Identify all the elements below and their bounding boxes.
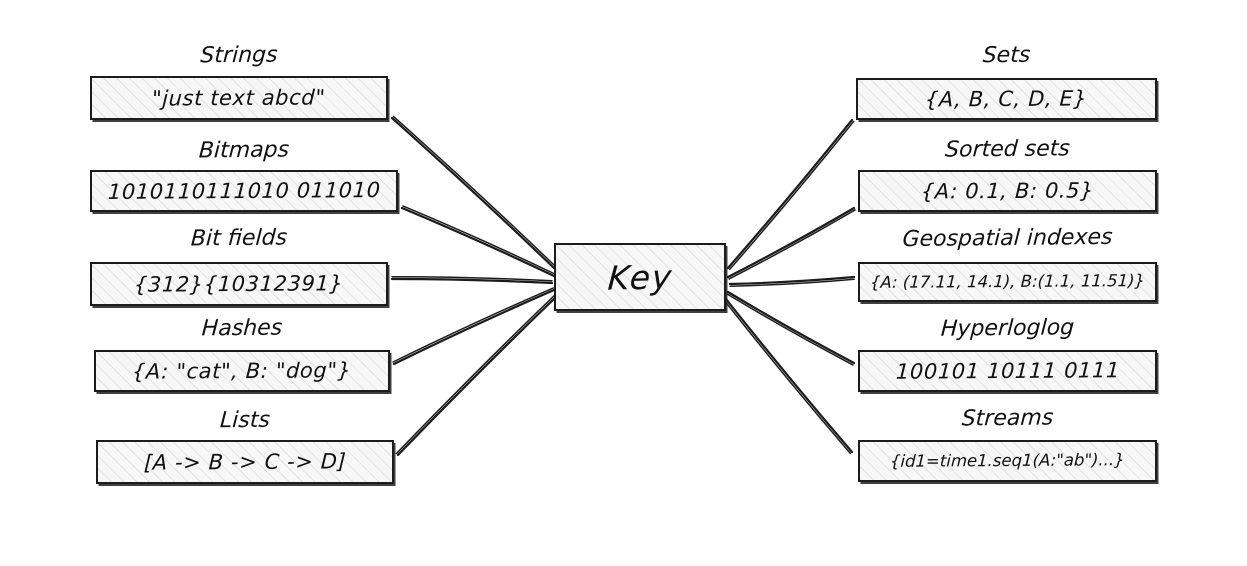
node-label-streams: Streams (960, 405, 1055, 432)
node-value-lists: [A -> B -> C -> D] (143, 448, 347, 475)
node-value-bit-fields: {312}{10312391} (133, 270, 345, 297)
node-bit-fields[interactable]: {312}{10312391} (90, 262, 388, 306)
node-label-bitmaps: Bitmaps (198, 137, 290, 164)
node-hashes[interactable]: {A: "cat", B: "dog"} (94, 350, 390, 392)
edge-key-bitfields (391, 276, 553, 282)
node-value-hashes: {A: "cat", B: "dog"} (131, 357, 353, 384)
node-geospatial-indexes[interactable]: {A: (17.11, 14.1), B:(1.1, 11.51)} (858, 262, 1157, 302)
node-sorted-sets[interactable]: {A: 0.1, B: 0.5} (858, 170, 1157, 212)
edge-key-bitmaps (400, 206, 556, 278)
node-hyperloglog[interactable]: 100101 10111 0111 (858, 350, 1157, 392)
node-label-bit-fields: Bit fields (190, 225, 288, 252)
edge-key-sets (726, 118, 854, 270)
edge-key-hyperloglog (726, 290, 856, 365)
edge-key-geospatial (728, 275, 856, 286)
node-value-sorted-sets: {A: 0.1, B: 0.5} (920, 177, 1095, 204)
edge-key-hyperloglog (726, 293, 854, 366)
node-strings[interactable]: "just text abcd" (90, 76, 388, 120)
node-value-hyperloglog: 100101 10111 0111 (894, 357, 1121, 384)
edge-key-sortedsets (728, 209, 856, 280)
edge-key-strings (392, 115, 557, 268)
node-bitmaps[interactable]: 1010110111010 011010 (90, 170, 398, 212)
node-label-hyperloglog: Hyperloglog (940, 315, 1075, 342)
node-sets[interactable]: {A, B, C, D, E} (856, 78, 1157, 120)
node-label-geospatial-indexes: Geospatial indexes (901, 224, 1114, 253)
node-label-lists: Lists (219, 407, 271, 434)
edge-key-strings (390, 116, 556, 270)
edge-key-lists (396, 295, 558, 457)
node-label-sorted-sets: Sorted sets (944, 136, 1071, 163)
edge-key-sortedsets (726, 206, 856, 279)
node-label-sets: Sets (981, 42, 1032, 69)
edge-key-bitmaps (402, 205, 556, 275)
node-value-streams: {id1=time1.seq1(A:"ab")...} (889, 449, 1126, 471)
edge-key-geospatial (729, 278, 855, 287)
edge-key-hashes (392, 287, 554, 363)
node-value-strings: "just text abcd" (151, 84, 327, 111)
edge-key-streams (724, 297, 854, 454)
edge-key-streams (723, 299, 852, 455)
edge-key-lists (395, 294, 556, 455)
node-value-bitmaps: 1010110111010 011010 (107, 177, 381, 204)
node-value-geospatial-indexes: {A: (17.11, 14.1), B:(1.1, 11.51)} (869, 270, 1146, 292)
edge-key-hashes (392, 288, 556, 366)
node-value-sets: {A, B, C, D, E} (924, 85, 1089, 112)
key-node[interactable]: Key (554, 243, 726, 311)
key-node-label: Key (606, 256, 674, 298)
node-label-hashes: Hashes (201, 315, 284, 342)
edge-key-sets (728, 120, 855, 271)
edge-key-bitfields (390, 277, 554, 285)
node-label-strings: Strings (199, 42, 279, 69)
node-streams[interactable]: {id1=time1.seq1(A:"ab")...} (858, 440, 1157, 482)
node-lists[interactable]: [A -> B -> C -> D] (96, 440, 394, 484)
